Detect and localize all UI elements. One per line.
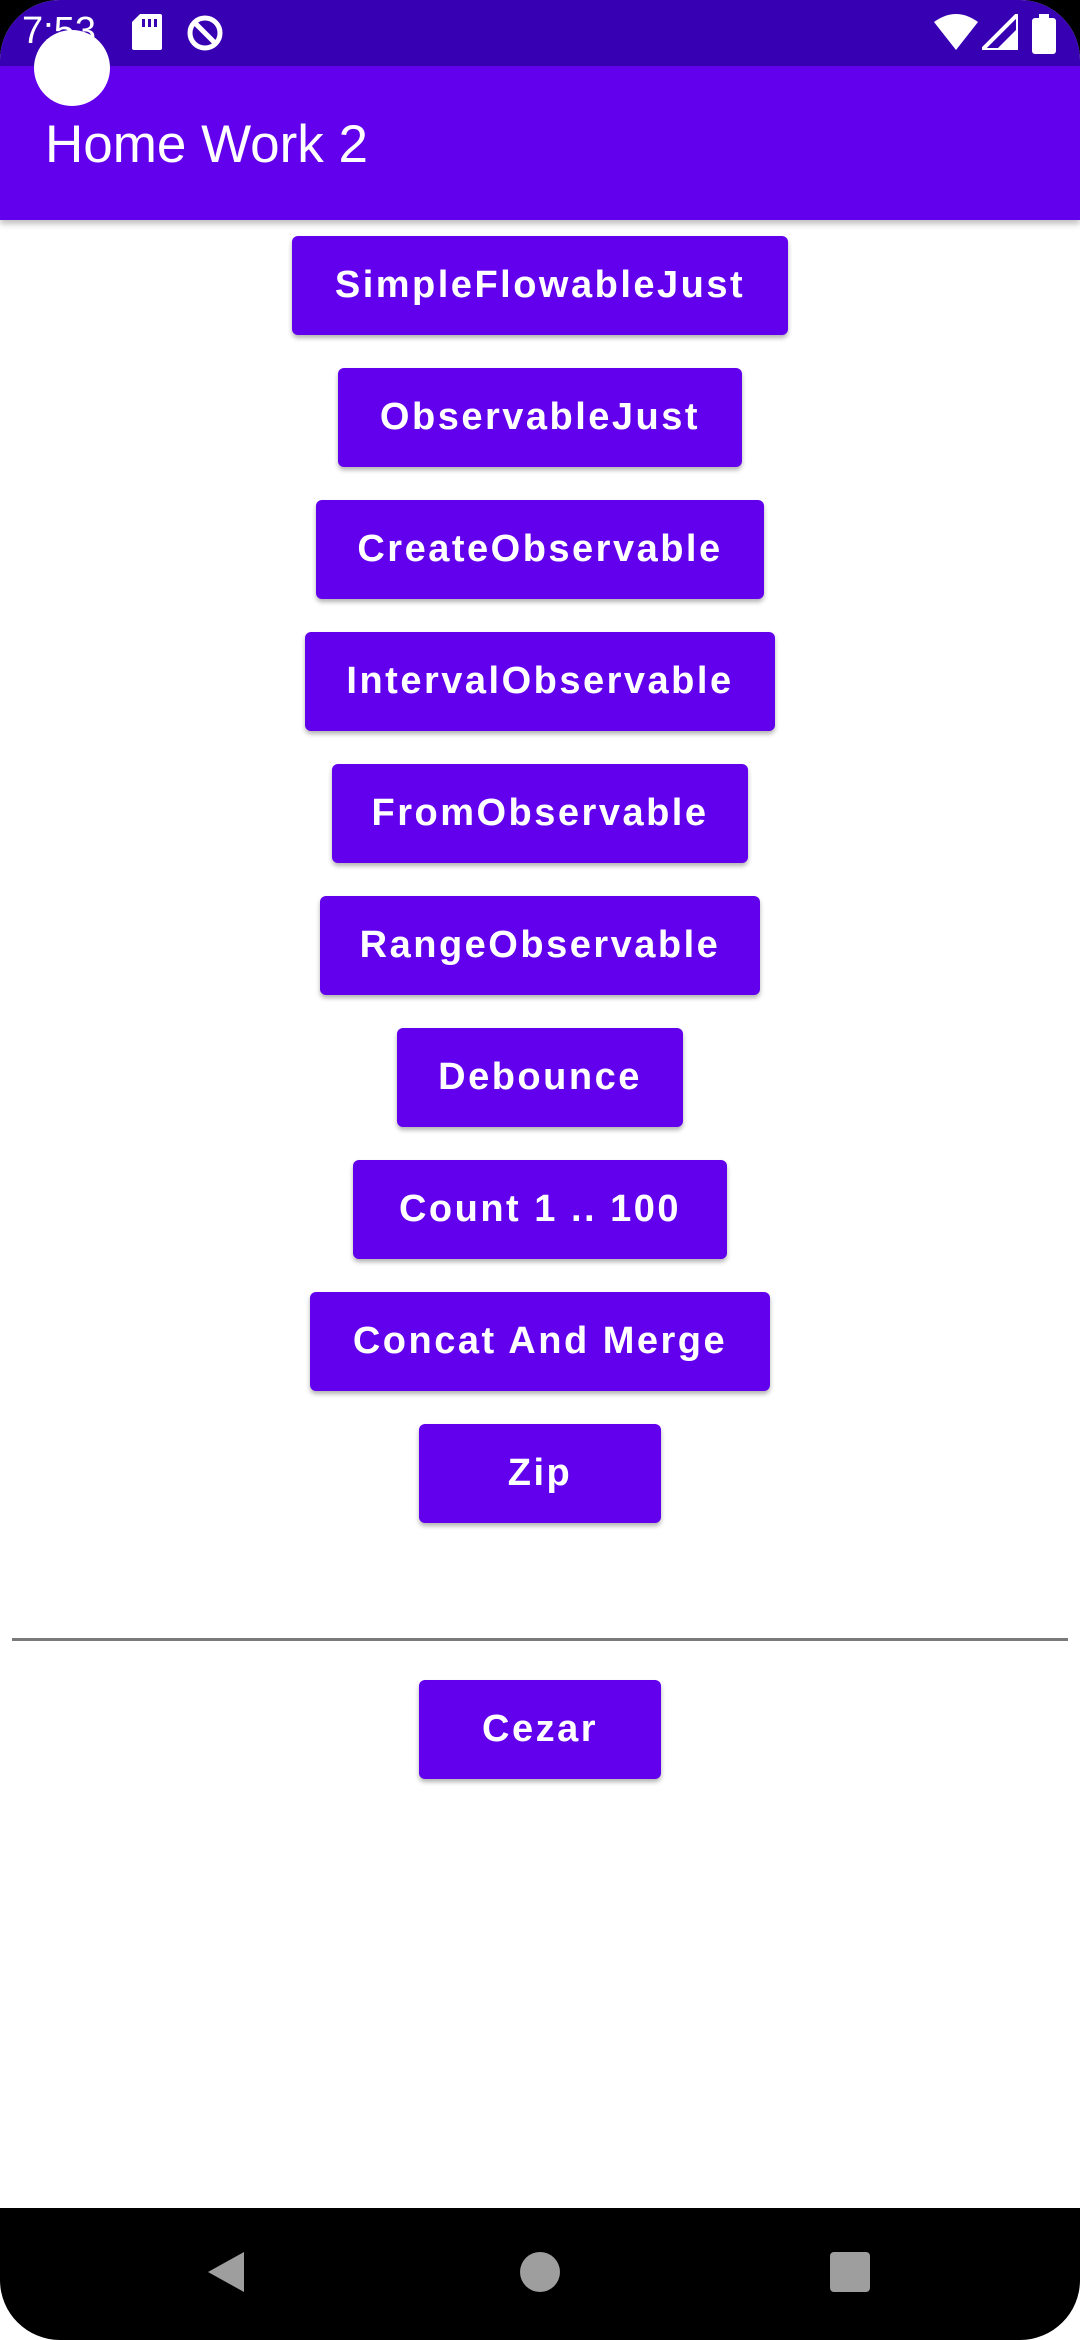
interval-observable-button[interactable]: IntervalObservable	[305, 632, 775, 731]
app-bar: Home Work 2	[0, 66, 1080, 220]
no-sync-icon	[187, 15, 223, 51]
simple-flowable-just-button[interactable]: SimpleFlowableJust	[292, 236, 788, 335]
recents-icon[interactable]	[828, 2250, 872, 2294]
divider	[12, 1638, 1068, 1641]
battery-icon	[1032, 14, 1056, 54]
back-icon[interactable]	[204, 2250, 248, 2294]
zip-button[interactable]: Zip	[419, 1424, 661, 1523]
create-observable-button[interactable]: CreateObservable	[316, 500, 764, 599]
count-button[interactable]: Count 1 .. 100	[353, 1160, 727, 1259]
concat-and-merge-button[interactable]: Concat And Merge	[310, 1292, 770, 1391]
wifi-icon	[934, 14, 978, 50]
status-bar: 7:53	[0, 0, 1080, 66]
from-observable-button[interactable]: FromObservable	[332, 764, 748, 863]
camera-cutout	[34, 30, 110, 106]
cezar-button[interactable]: Cezar	[419, 1680, 661, 1779]
home-icon[interactable]	[518, 2250, 562, 2294]
navigation-bar	[0, 2208, 1080, 2340]
observable-just-button[interactable]: ObservableJust	[338, 368, 742, 467]
sd-card-icon	[132, 14, 162, 50]
signal-icon	[982, 14, 1018, 50]
page-title: Home Work 2	[45, 115, 368, 174]
range-observable-button[interactable]: RangeObservable	[320, 896, 760, 995]
debounce-button[interactable]: Debounce	[397, 1028, 683, 1127]
